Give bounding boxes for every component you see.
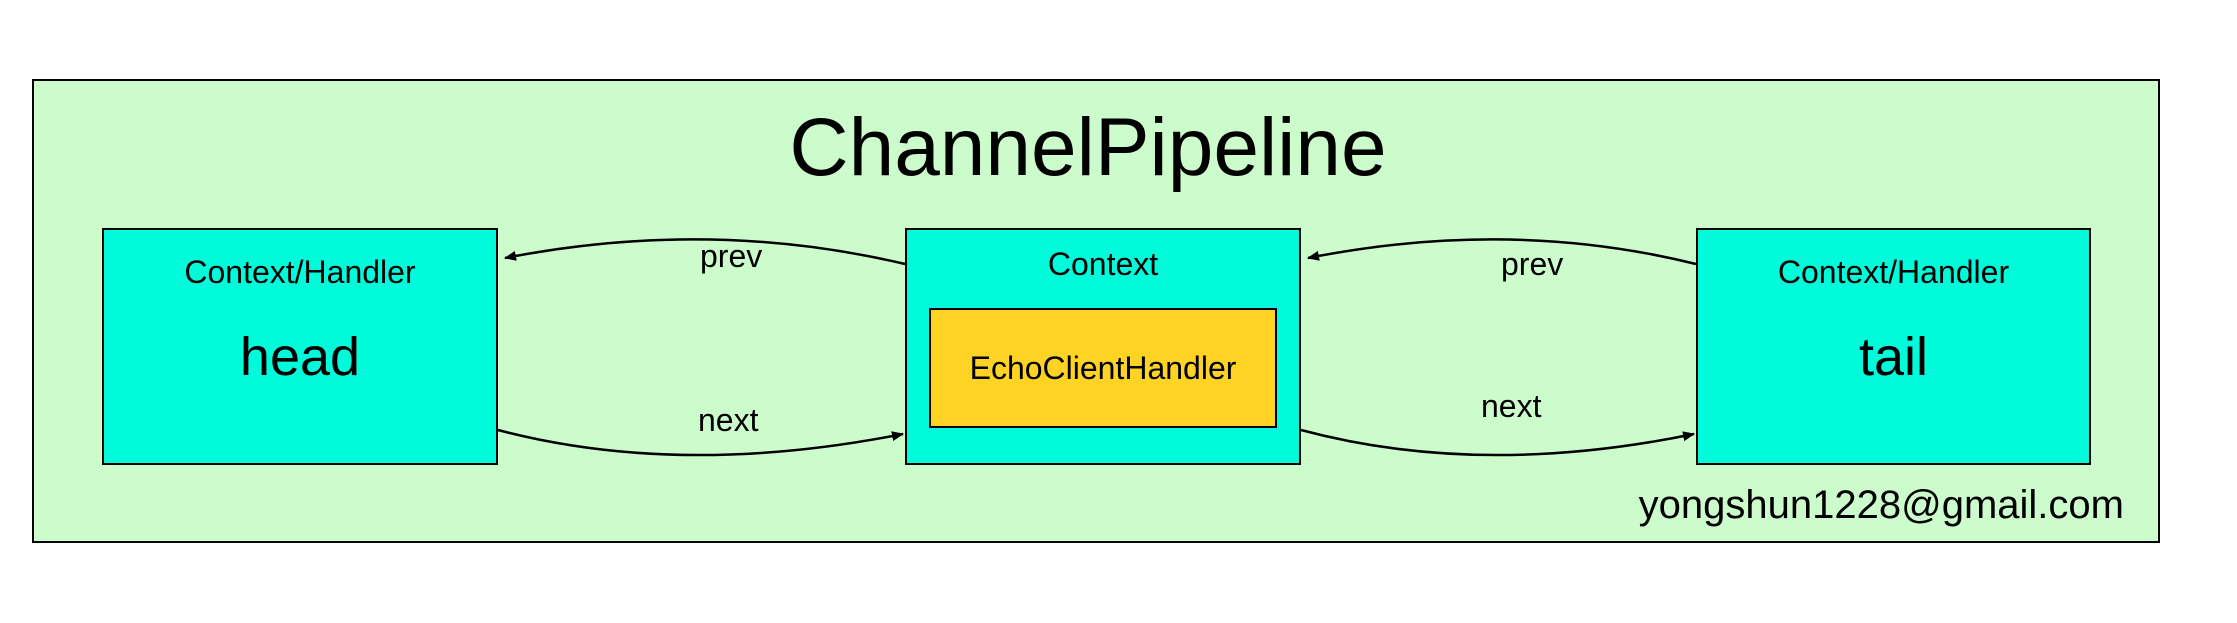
tail-node-caption: Context/Handler bbox=[1777, 254, 2010, 290]
author-email: yongshun1228@gmail.com bbox=[1638, 483, 2124, 527]
head-node: Context/Handler head bbox=[102, 228, 498, 465]
context-node-caption: Context bbox=[1047, 246, 1159, 282]
tail-node-name: tail bbox=[1858, 327, 1929, 387]
prev-arrow-context-to-head bbox=[504, 238, 906, 266]
context-node: Context EchoClientHandler bbox=[905, 228, 1301, 465]
next-label-tail: next bbox=[1481, 388, 1542, 424]
next-label-head: next bbox=[698, 402, 759, 438]
tail-node: Context/Handler tail bbox=[1696, 228, 2091, 465]
head-node-name: head bbox=[239, 327, 361, 387]
prev-label-tail: prev bbox=[1501, 246, 1564, 282]
prev-arrow-tail-to-context bbox=[1307, 238, 1697, 266]
diagram-title: ChannelPipeline bbox=[789, 102, 1387, 193]
next-arrow-head-to-context bbox=[497, 428, 904, 457]
echo-client-handler-box: EchoClientHandler bbox=[929, 308, 1277, 428]
prev-label-head: prev bbox=[700, 238, 763, 274]
head-node-caption: Context/Handler bbox=[184, 254, 416, 290]
next-arrow-context-to-tail bbox=[1300, 428, 1695, 457]
